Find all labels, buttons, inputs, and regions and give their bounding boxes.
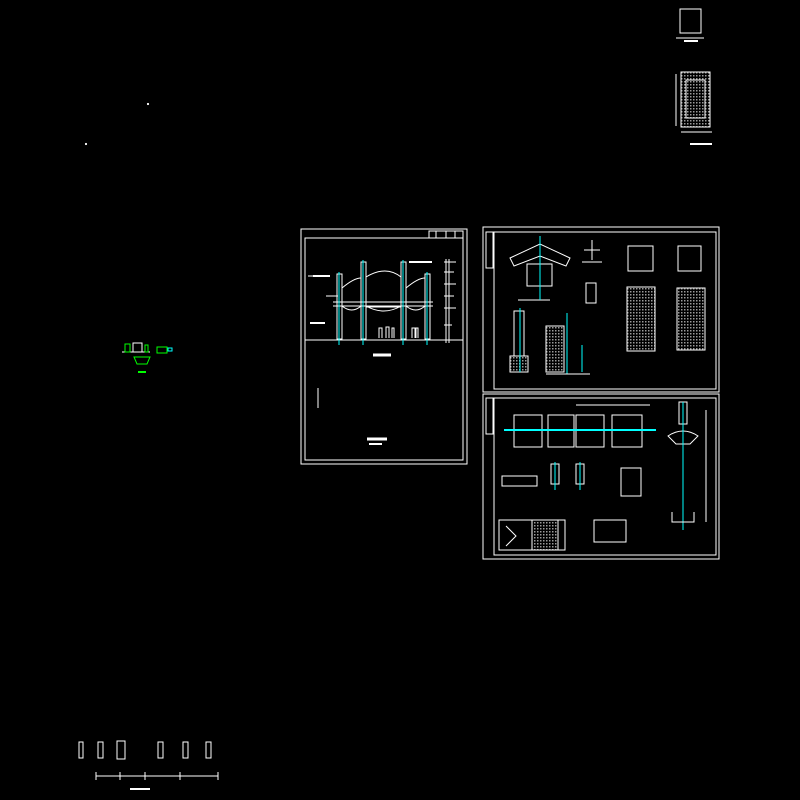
- sheet-border-outer: [482, 226, 720, 393]
- top-right-carved-panel: [675, 71, 712, 145]
- green-detail-block: [122, 342, 173, 373]
- lion-stone-detail: [545, 313, 590, 375]
- sheet-border-inner: [493, 231, 717, 390]
- bottom-left-column-sections: [78, 740, 219, 790]
- carved-panel-1: [626, 286, 656, 352]
- base-section-detail: [593, 519, 627, 543]
- step-section: [501, 475, 538, 487]
- stray-point: [146, 102, 150, 106]
- carved-panel-2: [676, 287, 706, 351]
- square-plan-2: [677, 245, 702, 272]
- sheet-border-outer: [300, 228, 468, 465]
- cross-section-detail: [582, 240, 602, 263]
- gate-elevation-drawing: [308, 259, 456, 343]
- sheet-detail-upper[interactable]: [482, 226, 720, 393]
- carving-detail: [620, 467, 642, 497]
- roof-bracket-detail: [509, 236, 571, 301]
- stray-point: [84, 142, 88, 146]
- title-block: [428, 230, 464, 239]
- beam-plan-detail: [504, 404, 656, 448]
- top-right-square-detail: [676, 8, 704, 42]
- title-strip: [485, 231, 494, 269]
- square-plan-1: [627, 245, 654, 272]
- sheet-detail-lower[interactable]: [482, 393, 720, 560]
- ornament-detail: [585, 282, 597, 304]
- column-base-detail: [509, 308, 529, 373]
- sheet-border-inner: [493, 397, 717, 556]
- sheet-gate-elevation[interactable]: [300, 228, 468, 465]
- column-axis-lines: [338, 260, 428, 345]
- title-strip: [485, 397, 494, 435]
- column-elevation-detail: [667, 401, 707, 530]
- paving-detail: [498, 519, 566, 551]
- sheet-border-inner: [304, 237, 464, 461]
- sheet-border-outer: [482, 393, 720, 560]
